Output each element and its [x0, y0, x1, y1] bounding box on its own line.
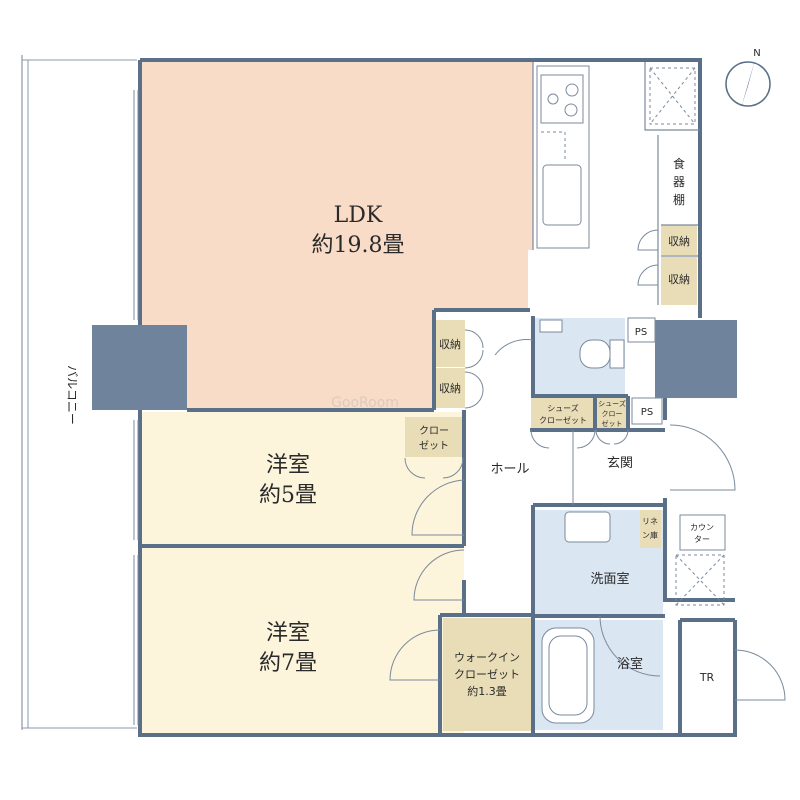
- shoes-closet-2-label-3: ゼット: [602, 419, 623, 428]
- toilet-label: TR: [699, 671, 715, 684]
- entrance-label: 玄関: [607, 456, 633, 471]
- bathtub-inner: [548, 635, 588, 716]
- toilet-tank-icon: [609, 339, 625, 369]
- western-room-1-name: 洋室: [266, 453, 310, 478]
- pillar-right: [655, 320, 737, 398]
- ldk-area: 約19.8畳: [312, 233, 405, 258]
- compass-north-label: N: [753, 48, 760, 59]
- bath-fixtures: [541, 627, 595, 724]
- wic-label-3: 約1.3畳: [467, 684, 507, 698]
- balcony: バルコニー: [21, 55, 137, 730]
- western-room-2-name: 洋室: [266, 621, 310, 646]
- room-floors: [142, 62, 698, 733]
- storage-a-floor: [661, 225, 697, 255]
- storage-b-label: 収納: [668, 273, 690, 286]
- toilet-sink-icon: [539, 319, 563, 333]
- room-labels: LDK 約19.8畳 洋室 約5畳 洋室 約7畳 ウォークイン クローゼット 約…: [259, 203, 715, 698]
- toilet-icon: [579, 339, 611, 369]
- shoes-closet-1-label-1: シューズ: [547, 403, 579, 413]
- ldk-floor: [142, 62, 533, 408]
- walls: [138, 58, 737, 737]
- balcony-label: バルコニー: [65, 365, 79, 425]
- compass: N: [725, 48, 771, 108]
- burner-icon: [547, 93, 559, 105]
- storage-c-floor: [435, 320, 465, 367]
- closet-label-1: クロー: [419, 425, 449, 437]
- bath-label: 浴室: [617, 656, 643, 672]
- storage-a-label: 収納: [668, 235, 690, 248]
- doors: [389, 329, 786, 701]
- shoes-closet-2-floor: [596, 398, 628, 428]
- linen-floor: [640, 510, 661, 548]
- hall-label: ホール: [490, 462, 529, 477]
- ps-box-1: [627, 317, 656, 343]
- linen-label-2: ン庫: [642, 530, 658, 540]
- washroom-fixtures: [564, 511, 726, 606]
- pillars: [92, 320, 737, 410]
- kitchen-counter: [536, 65, 590, 249]
- linen-label-1: リネ: [642, 517, 658, 526]
- dish-shelf-label-1: 食: [673, 156, 685, 171]
- kitchen: [536, 65, 696, 286]
- storage-d-label: 収納: [439, 382, 461, 395]
- dish-shelf-label-2: 器: [673, 175, 685, 189]
- north-arrow-icon: [741, 60, 755, 108]
- washbasin-icon: [564, 511, 611, 543]
- cooktop: [540, 74, 584, 124]
- wic-floor: [443, 618, 531, 731]
- ldk-name: LDK: [334, 203, 383, 228]
- western-room-2-floor: [142, 548, 464, 733]
- wic-label-1: ウォークイン: [454, 651, 520, 664]
- storage-c-label: 収納: [439, 338, 461, 351]
- counter-label-1: カウン: [690, 523, 714, 532]
- washroom-label: 洗面室: [590, 571, 629, 587]
- storage-b-floor: [661, 257, 697, 305]
- ps-label-1: PS: [635, 327, 647, 338]
- dish-shelf-label-3: 棚: [673, 192, 685, 207]
- storage-d-floor: [435, 368, 465, 408]
- toilet-room: [494, 317, 663, 425]
- pillar-left: [92, 325, 187, 410]
- windows: [133, 90, 139, 725]
- closet-label-2: ゼット: [419, 440, 449, 452]
- western-room-1-area: 約5畳: [259, 483, 317, 508]
- burner-icon: [565, 83, 579, 97]
- bathtub-icon: [541, 627, 595, 724]
- ps-box-2: [631, 397, 663, 425]
- refrigerator-space: [649, 67, 696, 125]
- wic-label-2: クローゼット: [454, 668, 520, 681]
- shoes-closet-2-label-1: シューズ: [598, 399, 626, 408]
- western-room-2-area: 約7畳: [259, 651, 317, 676]
- storage-labels: 食 器 棚 収納 収納 収納 収納 クロー ゼット シューズ クローゼット シュ…: [419, 156, 714, 544]
- ps-label-2: PS: [641, 407, 653, 418]
- burner-icon: [564, 103, 578, 117]
- shoes-closet-1-label-2: クローゼット: [539, 415, 587, 425]
- shoes-closet-1-floor: [531, 398, 595, 428]
- shoes-closet-2-label-2: クロー: [602, 410, 623, 418]
- counter-box: [679, 514, 726, 551]
- compass-circle: [725, 61, 771, 107]
- watermark: GooRoom: [331, 395, 399, 411]
- closet-floor: [405, 417, 463, 457]
- counter-label-2: ター: [694, 535, 710, 544]
- kitchen-sink: [542, 164, 582, 226]
- washing-machine-space: [675, 554, 725, 606]
